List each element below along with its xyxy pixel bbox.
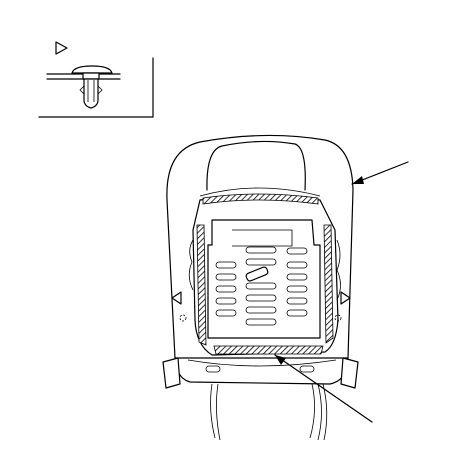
lower-retainer-strip bbox=[213, 345, 324, 355]
left-retainer-strip bbox=[196, 224, 207, 346]
triangle-marker-icon bbox=[55, 41, 68, 55]
seat-back-assembly bbox=[162, 134, 359, 441]
leader-lines bbox=[274, 161, 409, 423]
left-hinge bbox=[162, 357, 181, 389]
inner-panel bbox=[207, 219, 321, 339]
right-retainer-strip bbox=[323, 224, 334, 344]
triangle-marker-icon bbox=[340, 291, 351, 305]
upper-retainer-strip bbox=[202, 193, 319, 205]
triangle-marker-icon bbox=[171, 291, 182, 305]
inset-frame bbox=[38, 57, 154, 118]
headrest-outline bbox=[206, 140, 306, 191]
seat-back-shell bbox=[166, 134, 354, 359]
right-hinge bbox=[340, 357, 359, 389]
clip-detail-inset bbox=[38, 41, 154, 118]
push-clip-icon bbox=[71, 65, 113, 109]
panel-slots bbox=[215, 246, 308, 326]
